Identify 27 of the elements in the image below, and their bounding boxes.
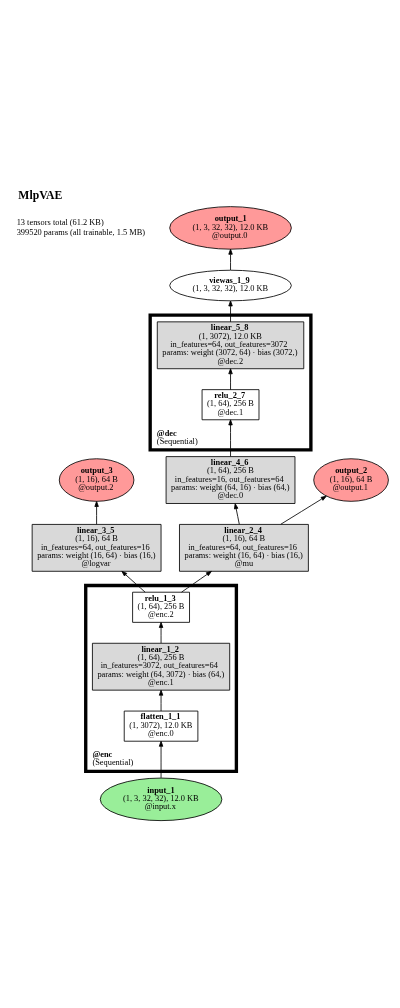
node-box: linear_4_6 (1, 64), 256 B in_features=16, out_features=64 params: weight (64, 16) · bias (64,) @dec.0 (165, 456, 296, 504)
node-box: linear_1_2 (1, 64), 256 B in_features=3072, out_features=64 params: weight (64, 3072) · bias (64,) @enc.1 (92, 642, 231, 691)
node-box: linear_5_8 (1, 3072), 12.0 KB in_features=64, out_features=3072 params: weight (3072, 64) · bias (3072,) @dec.2 (156, 321, 305, 370)
node-box: relu_2_7 (1, 64), 256 B @dec.1 (201, 389, 260, 421)
arrow (121, 570, 146, 593)
arrow (181, 570, 212, 593)
arrow (158, 689, 164, 712)
node-ellipse: input_1 (1, 3, 32, 32), 12.0 KB @input.x (99, 777, 223, 822)
arrow (228, 248, 233, 271)
node-ellipse: output_3 (1, 16), 64 B @output.2 (58, 458, 135, 502)
node-box: flatten_1_1 (1, 3072), 12.0 KB @enc.0 (123, 710, 199, 742)
arrow (228, 419, 233, 457)
arrow (234, 503, 240, 525)
diagram-title: MlpVAE (18, 189, 63, 203)
arrow (94, 501, 99, 525)
arrow (228, 368, 233, 391)
node-box: linear_2_4 (1, 16), 64 B in_features=64, out_features=16 params: weight (16, 64) · bias (16,) @mu (179, 524, 309, 572)
arrow (158, 622, 164, 644)
label: 13 tensors total (61.2 KB) (16, 218, 104, 228)
arrow (228, 300, 233, 323)
node-box: linear_3_5 (1, 16), 64 B in_features=64, out_features=16 params: weight (16, 64) · bias (16,) @logvar (31, 524, 162, 572)
arrow (280, 495, 327, 525)
node-ellipse: output_1 (1, 3, 32, 32), 12.0 KB @output.0 (169, 206, 292, 250)
node-box: relu_1_3 (1, 64), 256 B @enc.2 (132, 591, 190, 623)
label: 399520 params (all trainable, 1.5 MB) (16, 227, 146, 237)
node-ellipse: viewas_1_9 (1, 3, 32, 32), 12.0 KB (169, 269, 292, 302)
arrow (158, 740, 164, 779)
